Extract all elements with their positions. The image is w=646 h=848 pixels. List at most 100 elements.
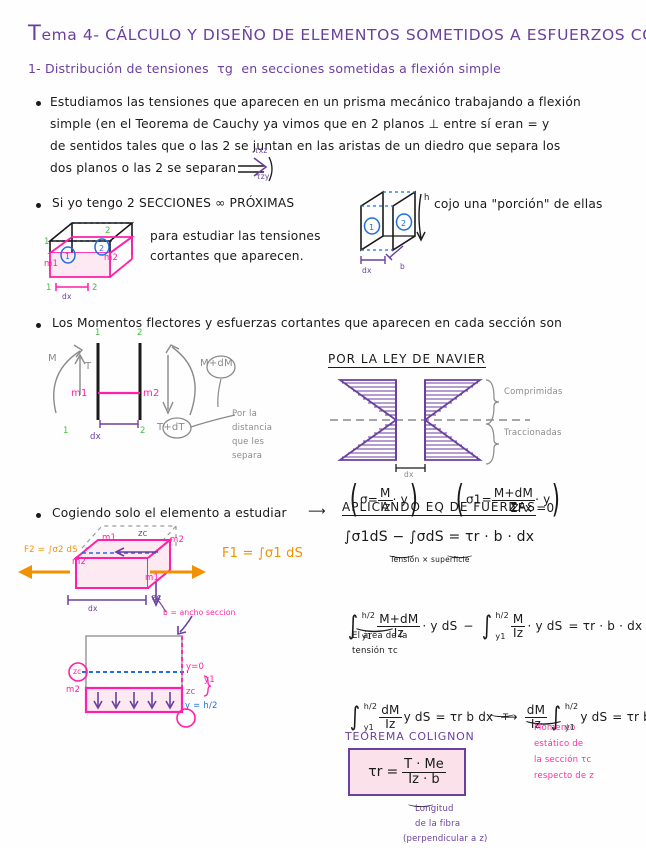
s2-heading: Si yo tengo 2 SECCIONES ∞ PRÓXIMAS: [52, 196, 295, 210]
cross-zc-low-label: zc: [186, 687, 196, 697]
eq2-den1: Iz: [377, 626, 421, 640]
s2-note-line2: cortantes que aparecen.: [150, 249, 304, 263]
svg-text:2: 2: [99, 244, 104, 253]
block-dx-label: dx: [88, 604, 98, 613]
colignon-heading: TEOREMA COLIGNON: [345, 730, 475, 743]
static-moment-note1: Momento: [534, 723, 576, 733]
static-moment-note4: respecto de z: [534, 771, 594, 781]
block-b-note: b = ancho seccion: [163, 608, 236, 617]
sep-note-l2: distancia: [232, 423, 273, 433]
dx-left-1: 1: [63, 426, 69, 436]
navier-stress-diagram: [330, 379, 530, 472]
colignon-tau: τr: [368, 764, 383, 780]
block-label-zc-side: zc: [152, 593, 162, 603]
shear-T-label: T: [85, 361, 92, 372]
eq2-den2: Iz: [510, 626, 526, 640]
title-drop-cap: T: [28, 21, 42, 45]
eq3-upper: h/2: [363, 701, 378, 711]
sec-label-2: 2: [137, 328, 143, 338]
eq2-tail2: · y dS: [527, 618, 563, 633]
eq3-lower: y1: [363, 722, 374, 732]
cube-label-m2: m2: [104, 253, 119, 263]
cube-label-m1: m1: [44, 259, 59, 269]
eq2-minus: −: [463, 618, 474, 633]
dx-right-2: 2: [140, 426, 146, 436]
navier-label-top: Comprimidas: [504, 387, 563, 397]
svg-text:1: 1: [369, 223, 374, 232]
svg-text:1: 1: [65, 252, 70, 261]
paren-close-1: ): [409, 477, 419, 522]
eq2-num1: M+dM: [379, 612, 419, 627]
forces-eq1-note: Tensión × superficie: [390, 555, 470, 564]
colignon-num: T · Me: [404, 756, 444, 772]
navier-label-bottom: Traccionadas: [504, 428, 562, 438]
bullet-4: [36, 513, 41, 518]
integral-sign-1: ∫: [347, 611, 359, 642]
block-label-m2: m2: [72, 557, 87, 567]
eq3-lower2: y1: [564, 722, 576, 732]
cross-m2-label: m2: [66, 685, 81, 695]
s1-line2: simple (en el Teorema de Cauchy ya vimos…: [50, 117, 550, 131]
block-label-zc-top: zc: [138, 529, 148, 539]
eq2-tail1: · y dS: [422, 618, 458, 633]
navier-eq2-sigma: σ1: [465, 492, 482, 507]
static-moment-note3: la sección τc: [534, 755, 592, 765]
eq3-under-T: T: [503, 713, 509, 723]
colignon-note2: de la fibra: [415, 819, 461, 829]
cross-zc-label: zc: [73, 667, 82, 676]
navier-eq2-den: Iz: [491, 499, 536, 514]
eq2-upper: h/2: [361, 610, 376, 620]
eq3-den: Iz: [379, 717, 402, 731]
paren-open-1: (: [349, 477, 359, 522]
eq3-tail2: y dS: [580, 709, 608, 724]
cross-y-h2-label: y = h/2: [185, 701, 218, 711]
element-block-diagram: [18, 525, 206, 613]
eq3-rhs: = τr b dx: [435, 709, 494, 724]
cube-bottom-1: 1: [46, 283, 52, 293]
navier-eq1-mult: · y: [392, 492, 408, 507]
navier-dx-label: dx: [404, 470, 414, 479]
colignon-equals: =: [386, 764, 399, 780]
eq3-num: dM: [381, 703, 400, 718]
s1-line1: Estudiamos las tensiones que aparecen en…: [50, 95, 581, 109]
underbrace-T: ⏝: [489, 703, 515, 717]
navier-heading: POR LA LEY DE NAVIER: [328, 352, 486, 368]
slab-diagram-right: 1 2: [360, 190, 426, 264]
bullet-2: [36, 203, 41, 208]
eq2-num2: M: [512, 612, 524, 627]
slab-dx-label: dx: [362, 266, 372, 275]
s4-arrow: ⟶: [308, 504, 326, 518]
m1-label: m1: [71, 388, 88, 399]
block-label-m1: m1: [145, 573, 160, 583]
bullet-3: [36, 323, 41, 328]
force-F1-label: F1 = ∫σ1 dS: [222, 546, 304, 561]
cross-section-diagram: [68, 615, 212, 728]
static-moment-note2: estático de: [534, 739, 584, 749]
title-text: ema 4- CÁLCULO Y DISEÑO DE ELEMENTOS SOM…: [41, 26, 646, 44]
underbrace-3: ⏝: [355, 610, 394, 632]
sum-forces-label: ΣFx =0: [510, 501, 555, 515]
integral-limits-1: h/2 y1: [361, 610, 376, 642]
eq3-upper2: h/2: [564, 701, 579, 711]
underbrace-5: ⏝: [408, 793, 434, 807]
colignon-note1: Longitud: [415, 804, 454, 814]
eq2-rhs: = τr · b · dx: [568, 618, 643, 633]
navier-eq1-equals: =: [367, 492, 379, 507]
integral-limits-3: h/2 y1: [363, 701, 378, 733]
integral-sign-3: ∫: [349, 702, 361, 733]
sep-note-l1: Por la: [232, 409, 257, 419]
colignon-den: Iz · b: [402, 771, 446, 787]
navier-eq1-num: M: [380, 486, 391, 501]
eq2-lower: y1: [361, 631, 372, 641]
cross-y0-label: y=0: [186, 662, 205, 672]
colignon-formula-box: τr = T · Me Iz · b: [348, 748, 466, 796]
moment-M-label: M: [48, 353, 57, 364]
cube-diagram-left: 1 2: [47, 222, 135, 291]
navier-eq2-equals: =: [481, 492, 492, 507]
